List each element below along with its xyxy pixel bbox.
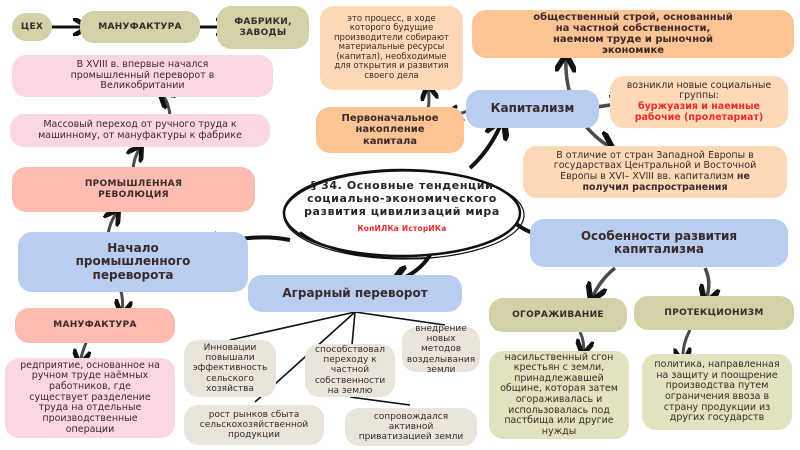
industrial-start-box: Начало промышленного переворота bbox=[18, 232, 248, 292]
accumulation-box: Первоначальное накопление капитала bbox=[316, 107, 464, 153]
europe-text-plain: В отличие от стран Западной Европы в гос… bbox=[553, 149, 757, 182]
features-box: Особенности развития капитализма bbox=[530, 219, 788, 267]
europe-text: В отличие от стран Западной Европы в гос… bbox=[543, 149, 767, 194]
chain-step-factories-label: ФАБРИКИ, ЗАВОДЫ bbox=[234, 17, 292, 38]
new-methods-box: внедрение новых методов возделывания зем… bbox=[402, 324, 480, 375]
chain-step-manufactory: МАНУФАКТУРА bbox=[80, 11, 200, 43]
chain-step-guild-label: ЦЕХ bbox=[20, 21, 44, 32]
capitalism-box: Капитализм bbox=[466, 90, 599, 128]
mass-transition-text: Массовый переход от ручного труда к маши… bbox=[38, 118, 242, 141]
capitalism-text: Капитализм bbox=[490, 101, 575, 116]
accumulation-def-box: это процесс, в ходе которого будущие про… bbox=[320, 6, 463, 90]
agrarian-text: Аграрный переворот bbox=[282, 285, 428, 300]
europe-text-bold: не получил распространения bbox=[582, 171, 750, 193]
markets-text: рост рынков сбыта сельскохозяйственной п… bbox=[199, 409, 309, 441]
arrow-center-to-capitalism bbox=[468, 122, 502, 170]
capitalism-def-box: общественный строй, основанный на частно… bbox=[472, 10, 794, 58]
arrow-enclosure-to-def bbox=[580, 331, 584, 352]
chain-step-manufactory-label: МАНУФАКТУРА bbox=[98, 21, 182, 32]
private-property-text: способствовал переходу к частной собстве… bbox=[314, 345, 386, 396]
new-groups-text: возникли новые социальные группы: bbox=[626, 79, 772, 102]
innovations-box: Инновации повышали эффективность сельско… bbox=[184, 340, 276, 397]
privatization-box: сопровождался активной приватизацией зем… bbox=[345, 408, 477, 446]
chain-step-factories: ФАБРИКИ, ЗАВОДЫ bbox=[217, 6, 309, 49]
agrarian-box: Аграрный переворот bbox=[248, 275, 462, 312]
new-methods-text: внедрение новых методов возделывания зем… bbox=[406, 324, 476, 375]
enclosure-text: ОГОРАЖИВАНИЕ bbox=[512, 309, 604, 320]
protectionism-def-text: политика, направленная на защиту и поощр… bbox=[654, 359, 780, 424]
innovations-text: Инновации повышали эффективность сельско… bbox=[192, 343, 268, 394]
central-title-text: § 34. Основные тенденции социально-эконо… bbox=[304, 179, 500, 218]
accumulation-text: Первоначальное накопление капитала bbox=[341, 113, 439, 147]
industrial-revolution-box: ПРОМЫШЛЕННАЯ РЕВОЛЮЦИЯ bbox=[12, 167, 255, 212]
protectionism-box: ПРОТЕКЦИОНИЗМ bbox=[634, 296, 794, 330]
europe-box: В отличие от стран Западной Европы в гос… bbox=[523, 146, 787, 198]
features-text: Особенности развития капитализма bbox=[580, 228, 738, 256]
industrial-revolution-text: ПРОМЫШЛЕННАЯ РЕВОЛЮЦИЯ bbox=[84, 179, 183, 200]
enclosure-def-text: насильственный сгон крестьян с земли, пр… bbox=[500, 351, 618, 437]
arrow-features-to-enclosure bbox=[592, 266, 617, 298]
private-property-box: способствовал переходу к частной собстве… bbox=[305, 344, 395, 397]
brand-label: КопИЛКа ИсторИКа bbox=[357, 223, 447, 233]
enclosure-box: ОГОРАЖИВАНИЕ bbox=[489, 298, 627, 332]
arrow-mass-to-britain bbox=[162, 95, 170, 116]
markets-box: рост рынков сбыта сельскохозяйственной п… bbox=[184, 405, 324, 445]
privatization-text: сопровождался активной приватизацией зем… bbox=[358, 411, 464, 443]
mass-transition-box: Массовый переход от ручного труда к маши… bbox=[10, 114, 270, 147]
chain-step-guild: ЦЕХ bbox=[12, 13, 52, 41]
protectionism-def-box: политика, направленная на защиту и поощр… bbox=[642, 354, 792, 430]
britain-box: В XVIII в. впервые начался промышленный … bbox=[12, 55, 273, 97]
britain-text: В XVIII в. впервые начался промышленный … bbox=[70, 59, 215, 92]
new-groups-box: возникли новые социальные группы: буржуа… bbox=[610, 76, 788, 128]
central-title: § 34. Основные тенденции социально-эконо… bbox=[292, 179, 512, 234]
manufactory-box: МАНУФАКТУРА bbox=[15, 308, 175, 343]
capitalism-def-text: общественный строй, основанный на частно… bbox=[533, 11, 733, 57]
new-groups-highlight: буржуазия и наемные рабочие (пролетариат… bbox=[634, 101, 764, 123]
accumulation-def-text: это процесс, в ходе которого будущие про… bbox=[334, 13, 449, 81]
industrial-start-text: Начало промышленного переворота bbox=[75, 240, 191, 282]
manufactory-text: МАНУФАКТУРА bbox=[53, 320, 137, 331]
enclosure-def-box: насильственный сгон крестьян с земли, пр… bbox=[489, 351, 629, 439]
manufactory-def-text: редприятие, основанное на ручном труде н… bbox=[20, 359, 160, 435]
manufactory-def-box: редприятие, основанное на ручном труде н… bbox=[5, 358, 175, 438]
protectionism-text: ПРОТЕКЦИОНИЗМ bbox=[664, 307, 764, 318]
